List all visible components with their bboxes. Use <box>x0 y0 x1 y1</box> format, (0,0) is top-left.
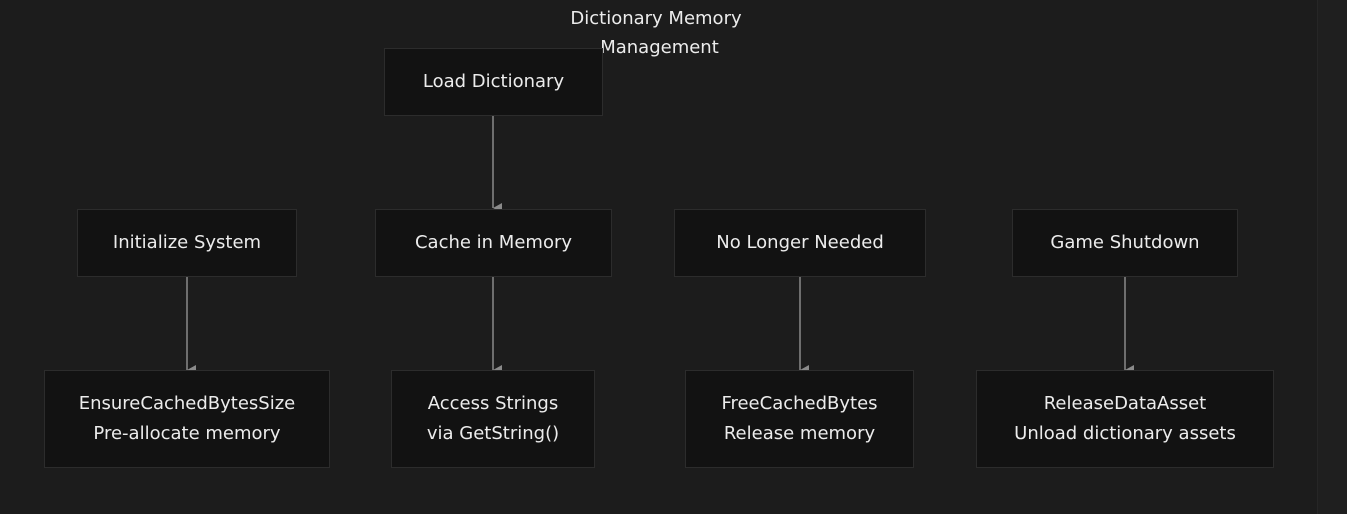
node-ensure-cached-bytes-size-line-2: Pre-allocate memory <box>93 423 281 444</box>
node-load-dictionary[interactable]: Load Dictionary <box>384 48 603 116</box>
node-free-cached-bytes-line-1: FreeCachedBytes <box>721 393 878 414</box>
node-initialize-system-label: Initialize System <box>112 232 262 253</box>
node-initialize-system[interactable]: Initialize System <box>77 209 297 277</box>
side-panel-edge <box>1317 0 1347 514</box>
node-free-cached-bytes[interactable]: FreeCachedBytes Release memory <box>685 370 914 468</box>
node-release-data-asset[interactable]: ReleaseDataAsset Unload dictionary asset… <box>976 370 1274 468</box>
diagram-title-line-1: Dictionary Memory <box>570 8 742 29</box>
node-ensure-cached-bytes-size-line-1: EnsureCachedBytesSize <box>78 393 296 414</box>
node-cache-in-memory-label: Cache in Memory <box>414 232 573 253</box>
node-ensure-cached-bytes-size[interactable]: EnsureCachedBytesSize Pre-allocate memor… <box>44 370 330 468</box>
node-release-data-asset-line-1: ReleaseDataAsset <box>1043 393 1207 414</box>
node-no-longer-needed[interactable]: No Longer Needed <box>674 209 926 277</box>
diagram-title: Dictionary Memory Management <box>556 4 756 62</box>
node-access-strings[interactable]: Access Strings via GetString() <box>391 370 595 468</box>
node-game-shutdown-label: Game Shutdown <box>1050 232 1200 253</box>
diagram-title-line-2: Management <box>600 37 719 58</box>
node-access-strings-line-1: Access Strings <box>427 393 559 414</box>
node-free-cached-bytes-line-2: Release memory <box>723 423 876 444</box>
node-cache-in-memory[interactable]: Cache in Memory <box>375 209 612 277</box>
node-game-shutdown[interactable]: Game Shutdown <box>1012 209 1238 277</box>
node-load-dictionary-label: Load Dictionary <box>422 71 565 92</box>
node-access-strings-line-2: via GetString() <box>426 423 560 444</box>
node-release-data-asset-line-2: Unload dictionary assets <box>1014 423 1236 444</box>
node-no-longer-needed-label: No Longer Needed <box>716 232 884 253</box>
